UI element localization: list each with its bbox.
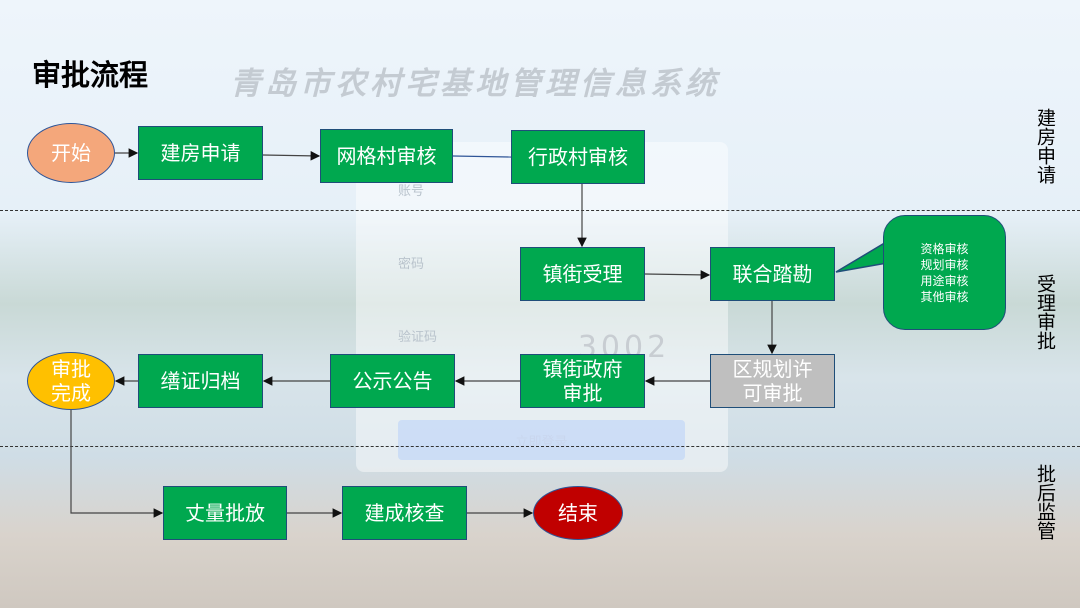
callout-item: 资格审核 [920, 241, 969, 256]
stage-divider [0, 210, 1080, 211]
node-completion-check: 建成核查 [342, 486, 467, 540]
callout-item: 规划审核 [920, 257, 969, 272]
bg-password-label: 密码 [398, 257, 425, 272]
stage-divider [0, 446, 1080, 447]
node-district-planning: 区规划许 可审批 [710, 354, 835, 408]
bg-login-button: 立即登录 [398, 420, 685, 460]
node-admin-village-review: 行政村审核 [511, 130, 645, 184]
node-apply: 建房申请 [138, 126, 263, 180]
node-town-accept: 镇街受理 [520, 247, 645, 301]
background-login-panel [356, 142, 728, 472]
stage-label-apply: 建房申请 [1034, 108, 1056, 184]
stage-label-accept-approve: 受理审批 [1034, 274, 1056, 350]
bg-captcha-label: 验证码 [398, 330, 438, 345]
node-publicity: 公示公告 [330, 354, 455, 408]
start-node: 开始 [27, 123, 115, 183]
stage-label-post-supervision: 批后监管 [1034, 464, 1056, 540]
callout-item: 用途审核 [920, 273, 969, 288]
arrow [644, 270, 711, 280]
node-joint-survey: 联合踏勘 [710, 247, 835, 301]
connector [452, 155, 512, 158]
approval-done-node: 审批 完成 [27, 352, 115, 410]
node-certificate-archive: 缮证归档 [138, 354, 263, 408]
arrow [262, 151, 321, 161]
node-grid-review: 网格村审核 [320, 129, 453, 183]
bg-account-label: 账号 [398, 184, 425, 199]
arrow [70, 410, 164, 518]
node-measure-release: 丈量批放 [163, 486, 287, 540]
page-title: 审批流程 [32, 58, 149, 92]
end-node: 结束 [533, 486, 623, 540]
system-watermark: 青岛市农村宅基地管理信息系统 [230, 66, 720, 102]
callout-item: 其他审核 [920, 289, 969, 304]
review-callout: 资格审核 规划审核 用途审核 其他审核 [883, 215, 1006, 330]
node-town-gov-approve: 镇街政府 审批 [520, 354, 645, 408]
